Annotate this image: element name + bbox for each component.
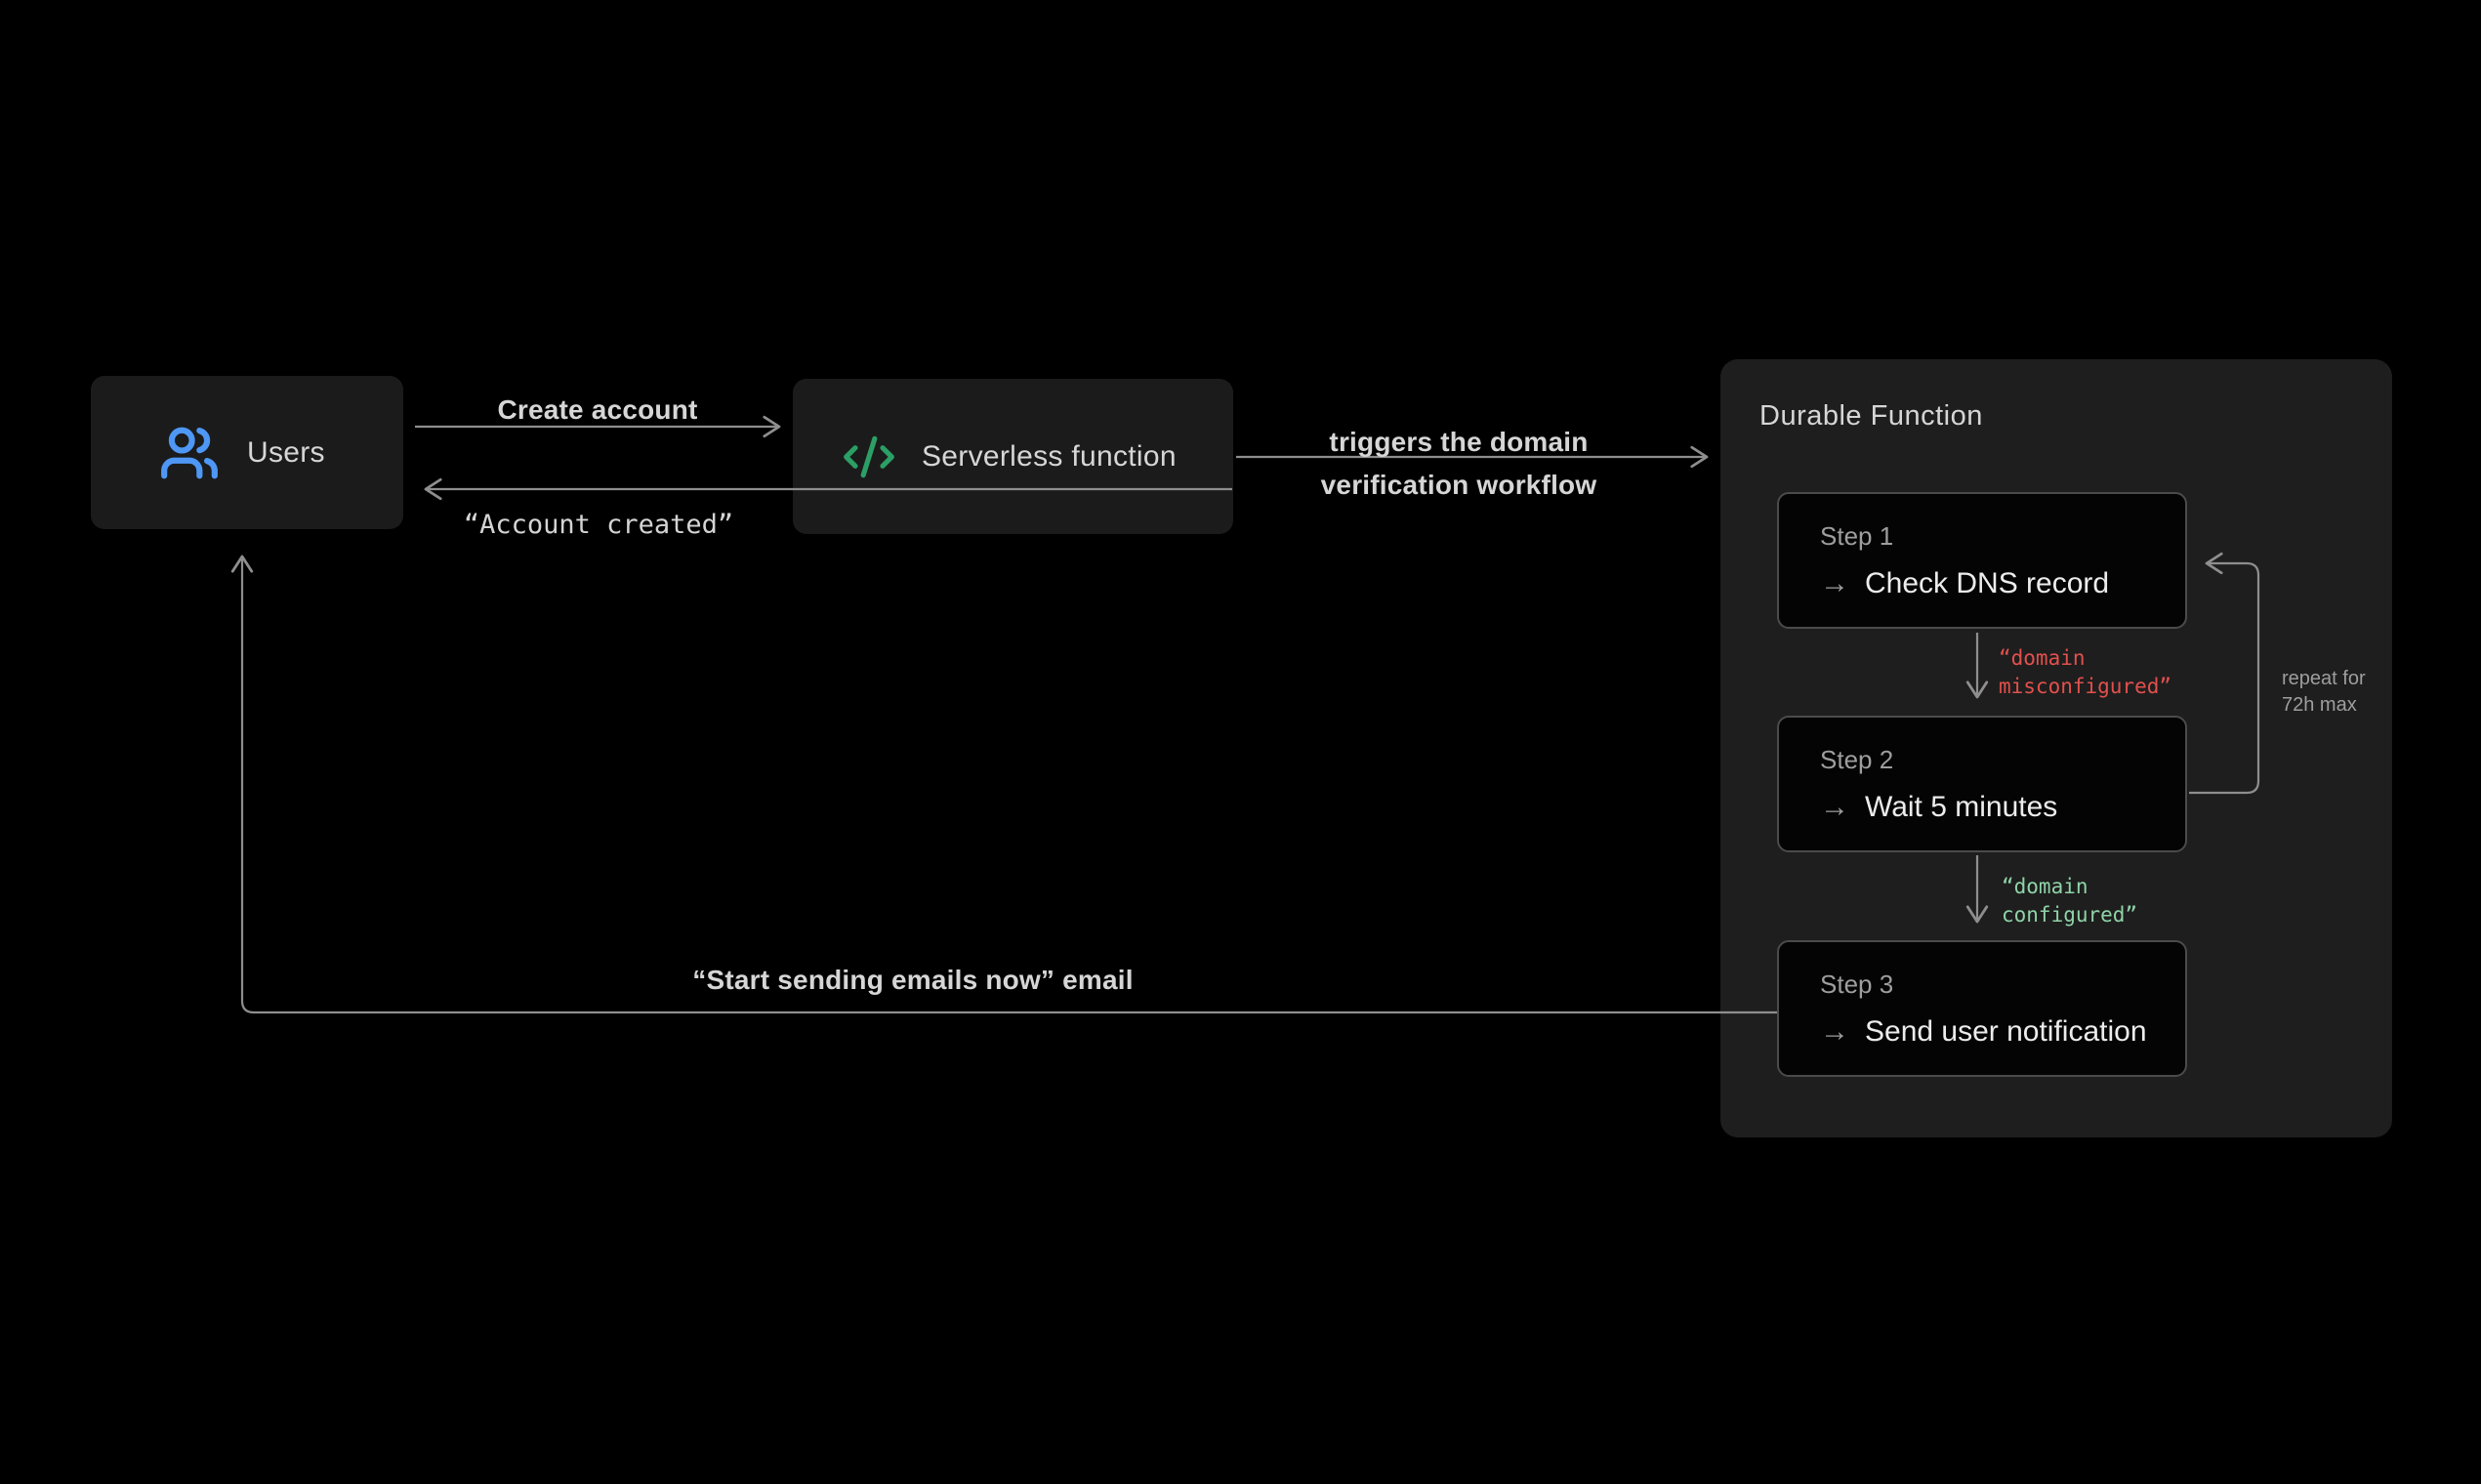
step-3-label: Step 3: [1820, 969, 1894, 999]
wire-send-email-to-users: [230, 555, 1777, 1014]
edge-label-misconfigured-line1: “domain: [1999, 646, 2086, 670]
step-1-label: Step 1: [1820, 521, 1894, 551]
code-icon: [844, 435, 894, 477]
durable-function-title: Durable Function: [1759, 400, 1983, 432]
edge-label-triggers-line2: verification workflow: [1320, 470, 1597, 500]
edge-label-create-account: Create account: [497, 394, 698, 425]
edge-label-start-sending-emails: “Start sending emails now” email: [692, 965, 1134, 995]
arrow-right-icon: →: [1820, 791, 1849, 823]
step-1-action: Check DNS record: [1865, 567, 2110, 599]
step-3-action: Send user notification: [1865, 1015, 2147, 1048]
step-2-box: Step 2 → Wait 5 minutes: [1777, 716, 2187, 852]
edge-label-domain-configured: “domain configured”: [2002, 873, 2137, 929]
serverless-function-node: Serverless function: [793, 379, 1233, 534]
step-2-label: Step 2: [1820, 745, 1894, 774]
edge-label-configured-line1: “domain: [2002, 875, 2088, 898]
step-2-action: Wait 5 minutes: [1865, 791, 2058, 823]
edge-label-configured-line2: configured”: [2002, 903, 2138, 927]
arrow-right-icon: →: [1820, 567, 1849, 599]
edge-label-repeat-72h: repeat for 72h max: [2282, 666, 2366, 719]
users-icon: [161, 427, 218, 478]
serverless-node-label: Serverless function: [922, 439, 1177, 473]
arrow-right-icon: →: [1820, 1015, 1849, 1048]
edge-label-repeat-line2: 72h max: [2282, 694, 2357, 716]
edge-label-domain-misconfigured: “domain misconfigured”: [1999, 644, 2171, 701]
users-node-label: Users: [247, 435, 325, 469]
edge-label-triggers-line1: triggers the domain: [1329, 427, 1589, 457]
edge-label-account-created: “Account created”: [463, 510, 734, 540]
edge-label-triggers-workflow: triggers the domain verification workflo…: [1321, 421, 1597, 507]
users-node: Users: [91, 376, 403, 529]
edge-label-repeat-line1: repeat for: [2282, 668, 2366, 689]
step-3-box: Step 3 → Send user notification: [1777, 940, 2187, 1077]
step-1-box: Step 1 → Check DNS record: [1777, 492, 2187, 629]
edge-label-misconfigured-line2: misconfigured”: [1999, 675, 2172, 698]
